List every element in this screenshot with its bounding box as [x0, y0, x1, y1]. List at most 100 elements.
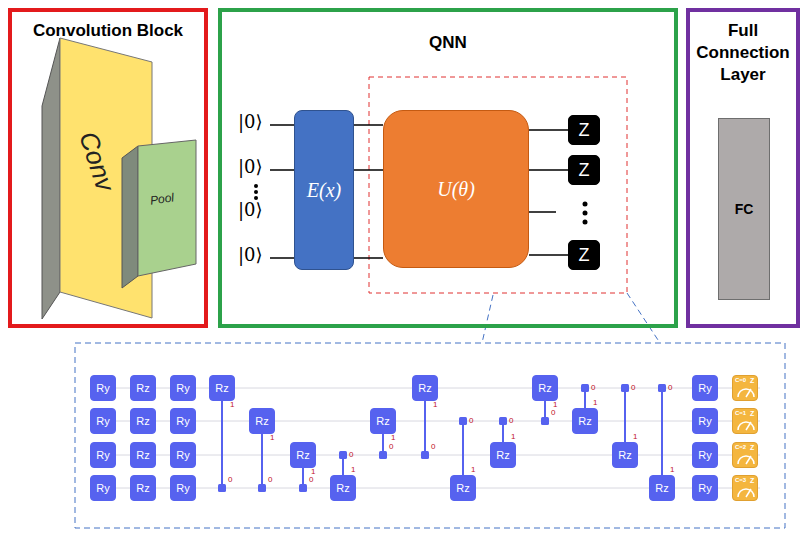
- controlled-rz-gate: Rz: [370, 408, 396, 434]
- rotation-gate: Ry: [90, 375, 116, 401]
- block-frame: Full Connection LayerFC: [686, 8, 800, 328]
- control-index: 0: [551, 409, 555, 417]
- target-index: 1: [311, 468, 315, 476]
- control-dot: [421, 451, 429, 459]
- control-dot: [258, 484, 266, 492]
- measurement-gate: C=3Z: [732, 475, 758, 501]
- box-label: Ry: [176, 382, 189, 394]
- control-wires: [218, 384, 666, 492]
- measurement-gate: C=0Z: [732, 375, 758, 401]
- target-index: 1: [230, 401, 234, 409]
- box-label: Rz: [418, 382, 431, 394]
- meter-label: C=1: [735, 410, 746, 416]
- control-index: 0: [668, 384, 672, 392]
- box-label: FC: [735, 201, 754, 217]
- target-index: 1: [511, 433, 515, 441]
- box-label: Ry: [96, 482, 109, 494]
- measurement-gate: C=2 Z: [732, 442, 758, 468]
- box-label: Rz: [578, 415, 591, 427]
- box-label: Z: [579, 120, 590, 141]
- target-index: 1: [670, 466, 674, 474]
- measure-box: Z: [568, 240, 600, 270]
- rotation-gate: Ry: [90, 442, 116, 468]
- qubit-state: |0⟩: [238, 113, 263, 131]
- box-label: Rz: [136, 382, 149, 394]
- controlled-rz-gate: Rz: [249, 408, 275, 434]
- target-index: 1: [351, 466, 355, 474]
- box-label: Ry: [176, 449, 189, 461]
- controlled-rz-gate: Rz: [612, 442, 638, 468]
- control-dot: [621, 384, 629, 392]
- box-label: Rz: [136, 415, 149, 427]
- box-label: Ry: [96, 415, 109, 427]
- box-label: Ry: [176, 482, 189, 494]
- box-label: Rz: [538, 382, 551, 394]
- pool-block-shape: [120, 136, 200, 291]
- measure-box: Z: [568, 115, 600, 145]
- rotation-gate: Ry: [170, 375, 196, 401]
- controlled-rz-gate: Rz: [572, 408, 598, 434]
- box-label: Rz: [376, 415, 389, 427]
- control-index: 0: [509, 417, 513, 425]
- control-index: 0: [431, 443, 435, 451]
- zoom-line: [627, 293, 660, 343]
- qubit-wire: [354, 124, 383, 126]
- qubit-state: |0⟩: [238, 201, 263, 219]
- control-dot: [658, 384, 666, 392]
- target-index: 1: [471, 466, 475, 474]
- box-label: Ry: [698, 415, 711, 427]
- qubit-state: |0⟩: [238, 246, 263, 264]
- qubit-wire: [354, 169, 383, 171]
- rotation-gate: Ry: [692, 375, 718, 401]
- controlled-rz-gate: Rz: [209, 375, 235, 401]
- measurement-gate: C=1Z: [732, 408, 758, 434]
- control-dot: [339, 451, 347, 459]
- meter-label: Z: [750, 444, 754, 451]
- rotation-gate: Ry: [692, 475, 718, 501]
- qubit-wire: [529, 254, 568, 256]
- box-label: Z: [579, 245, 590, 266]
- target-index: 1: [553, 401, 557, 409]
- box-label: Z: [579, 160, 590, 181]
- pool-layer: Pool: [120, 136, 200, 291]
- box-label: Ry: [698, 482, 711, 494]
- control-line: [661, 388, 663, 488]
- block-frame: Convolution BlockConvPool: [8, 8, 208, 328]
- box-label: Rz: [496, 449, 509, 461]
- rotation-gate: Rz: [130, 375, 156, 401]
- meter-label: Z: [750, 377, 754, 384]
- box-label: U(θ): [437, 178, 475, 201]
- box-label: Ry: [698, 449, 711, 461]
- controlled-rz-gate: Rz: [490, 442, 516, 468]
- control-line: [221, 388, 223, 488]
- box-label: E(x): [307, 179, 341, 202]
- zoom-line: [482, 295, 493, 343]
- box-label: Ry: [96, 449, 109, 461]
- control-dot: [459, 417, 467, 425]
- rotation-gate: Ry: [692, 442, 718, 468]
- box-label: Rz: [255, 415, 268, 427]
- control-index: 0: [631, 384, 635, 392]
- block-title: QNN: [425, 32, 471, 54]
- box-label: Rz: [456, 482, 469, 494]
- meter-label: Z: [750, 477, 754, 484]
- encoding-block: E(x): [294, 110, 354, 270]
- controlled-rz-gate: Rz: [649, 475, 675, 501]
- dashed-region: [75, 343, 785, 528]
- control-index: 0: [268, 476, 272, 484]
- controlled-rz-gate: Rz: [290, 442, 316, 468]
- control-index: 0: [228, 476, 232, 484]
- block-frame: QNNE(x)U(θ)ZZZ: [218, 8, 678, 328]
- ansatz-block: U(θ): [383, 110, 529, 268]
- control-index: 0: [309, 476, 313, 484]
- box-label: Rz: [215, 382, 228, 394]
- controlled-rz-gate: Rz: [532, 375, 558, 401]
- meter-label: C=2: [735, 444, 746, 450]
- rotation-gate: Rz: [130, 442, 156, 468]
- box-label: Rz: [655, 482, 668, 494]
- rotation-gate: Ry: [170, 475, 196, 501]
- target-index: 1: [633, 433, 637, 441]
- control-dot: [379, 451, 387, 459]
- rotation-gate: Rz: [130, 408, 156, 434]
